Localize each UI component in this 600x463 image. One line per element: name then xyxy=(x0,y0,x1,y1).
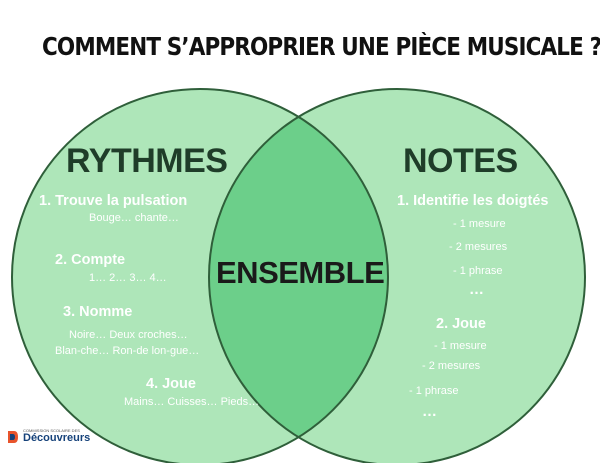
rythmes-step-4: 4. Joue xyxy=(146,376,196,392)
notes-step-2-item-2: - 2 mesures xyxy=(422,360,481,372)
rythmes-step-4-detail: Mains… Cuisses… Pieds… xyxy=(124,396,260,408)
venn-circle-notes-outline xyxy=(208,88,586,463)
notes-step-2-ellipsis: … xyxy=(422,403,437,420)
notes-heading: NOTES xyxy=(403,142,518,180)
notes-step-2-item-1: - 1 mesure xyxy=(434,340,487,352)
rythmes-heading: RYTHMES xyxy=(66,142,228,180)
notes-step-1: 1. Identifie les doigtés xyxy=(397,193,549,209)
rythmes-step-3-detail-2: Blan-che… Ron-de lon-gue… xyxy=(55,345,200,357)
logo-caption: COMMISSION SCOLAIRE DES xyxy=(23,428,80,433)
rythmes-step-1: 1. Trouve la pulsation xyxy=(39,193,188,209)
page-title: COMMENT S’APPROPRIER UNE PIÈCE MUSICALE … xyxy=(42,32,600,61)
logo-brand: Découvreurs xyxy=(23,432,91,444)
decouvreurs-logo: COMMISSION SCOLAIRE DES Découvreurs xyxy=(7,429,90,444)
notes-step-2-item-3: - 1 phrase xyxy=(409,385,459,397)
logo-mark-icon xyxy=(8,430,18,443)
notes-step-1-item-1: - 1 mesure xyxy=(453,218,506,230)
ensemble-label: ENSEMBLE xyxy=(216,255,385,290)
notes-step-1-ellipsis: … xyxy=(469,281,484,298)
venn-overlap xyxy=(209,89,388,463)
notes-step-1-item-2: - 2 mesures xyxy=(449,241,508,253)
rythmes-step-1-detail: Bouge… chante… xyxy=(89,212,179,224)
rythmes-step-3: 3. Nomme xyxy=(63,304,133,320)
notes-step-2: 2. Joue xyxy=(436,316,486,332)
rythmes-step-2-detail: 1… 2… 3… 4… xyxy=(89,272,167,284)
notes-step-1-item-3: - 1 phrase xyxy=(453,265,503,277)
venn-circle-rythmes-outline xyxy=(11,88,389,463)
rythmes-step-3-detail-1: Noire… Deux croches… xyxy=(69,329,188,341)
rythmes-step-2: 2. Compte xyxy=(55,252,126,268)
